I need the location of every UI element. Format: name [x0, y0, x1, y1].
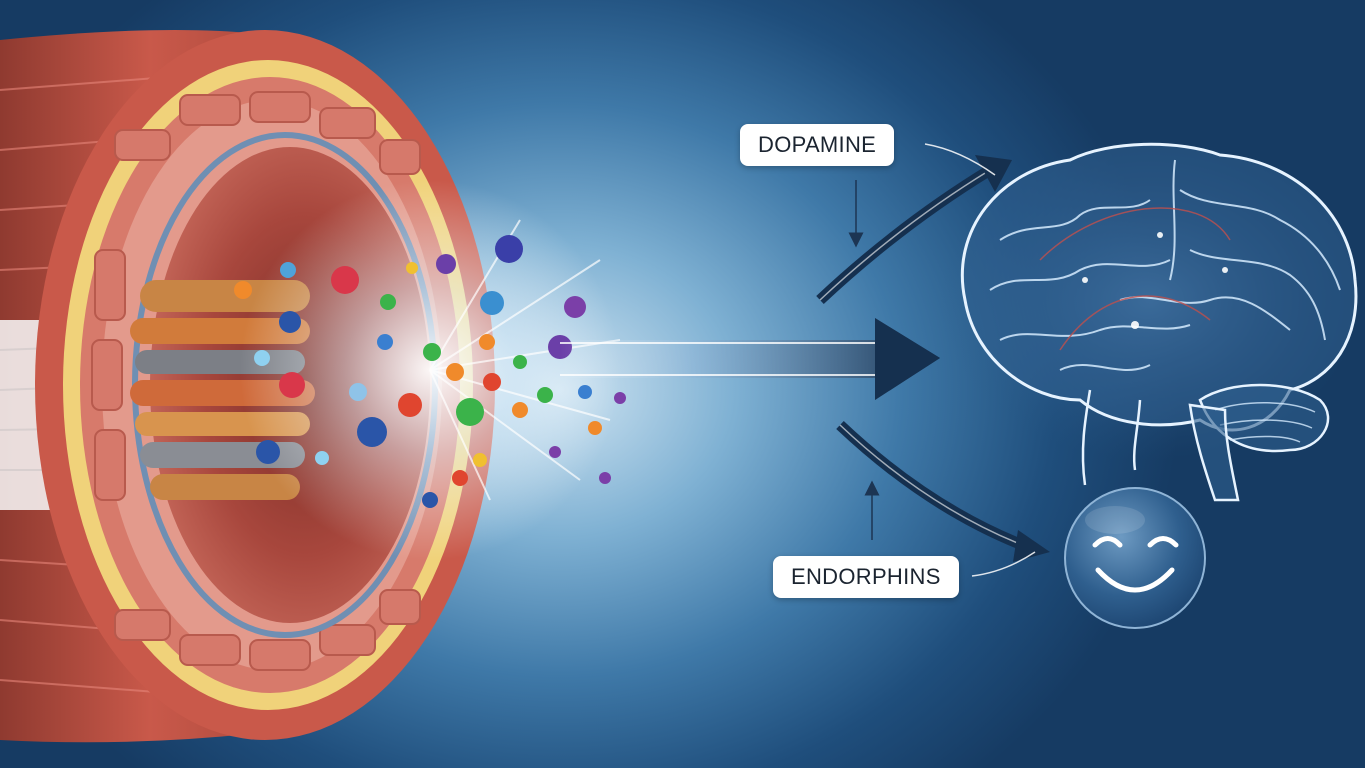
burst-rays: [429, 219, 621, 501]
endorphins-label: ENDORPHINS: [773, 556, 959, 598]
dopamine-label: DOPAMINE: [740, 124, 895, 166]
endorphins-connector: [971, 551, 1036, 577]
main-flow-arrow: [560, 318, 940, 400]
brain-icon: [940, 140, 1360, 502]
molecule-cluster: [234, 235, 626, 508]
smiley-face-icon: [1064, 487, 1206, 629]
dopamine-connector: [924, 143, 996, 176]
endorphins-arrow: [836, 421, 1050, 562]
